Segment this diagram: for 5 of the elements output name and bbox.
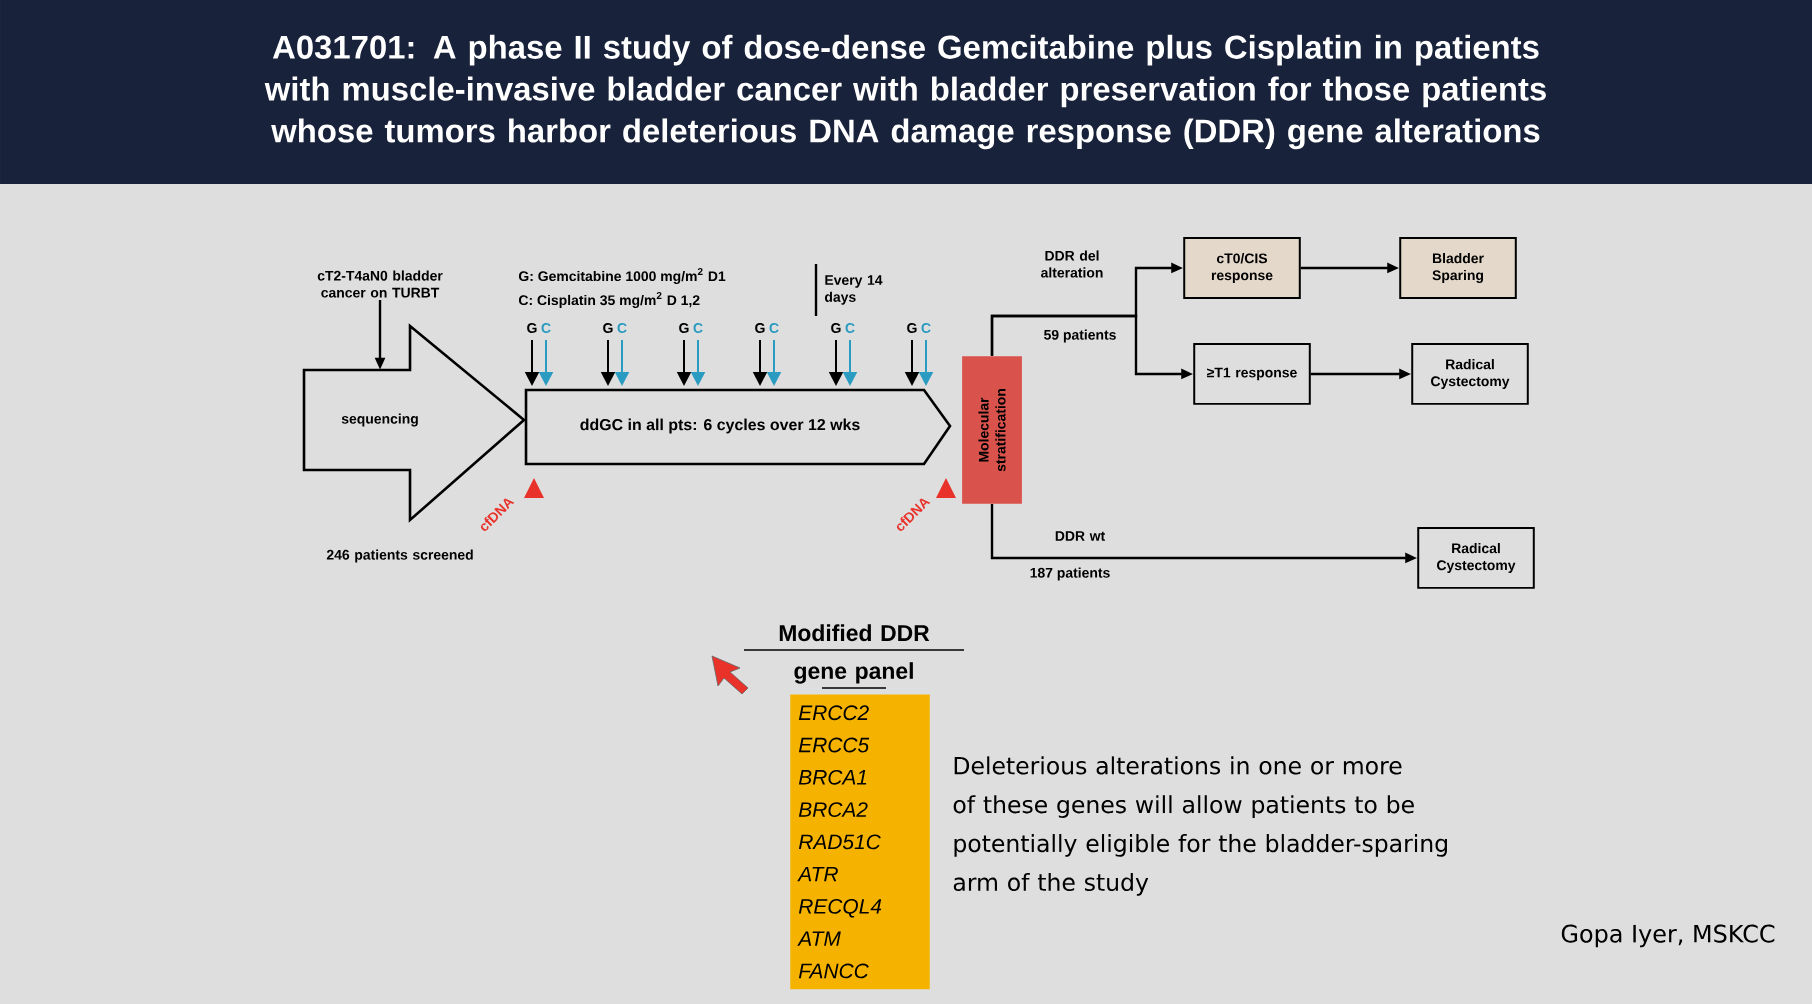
note-text: Deleterious alterations in one or more of these genes will allow patients to be potentially eligible for the bladder-sparing arm of the study (953, 756, 1447, 896)
panel-heading: Modified DDR gene panel (779, 624, 930, 684)
gene-list-box: ERCC2 ERCC5 BRCA1 BRCA2 RAD51C ATR RECQL4 ATM FANCC (790, 694, 930, 990)
author-credit: Gopa Iyer, MSKCC (1561, 924, 1775, 948)
title-banner: A031701: A phase II study of dose-dense Gemcitabine plus Cisplatin in patients with muscle-invasive bladder cancer with bladder preservation for those patients whose tumors harbor deleterious DNA damage response (DDR) gene alterations (0, 0, 1812, 184)
